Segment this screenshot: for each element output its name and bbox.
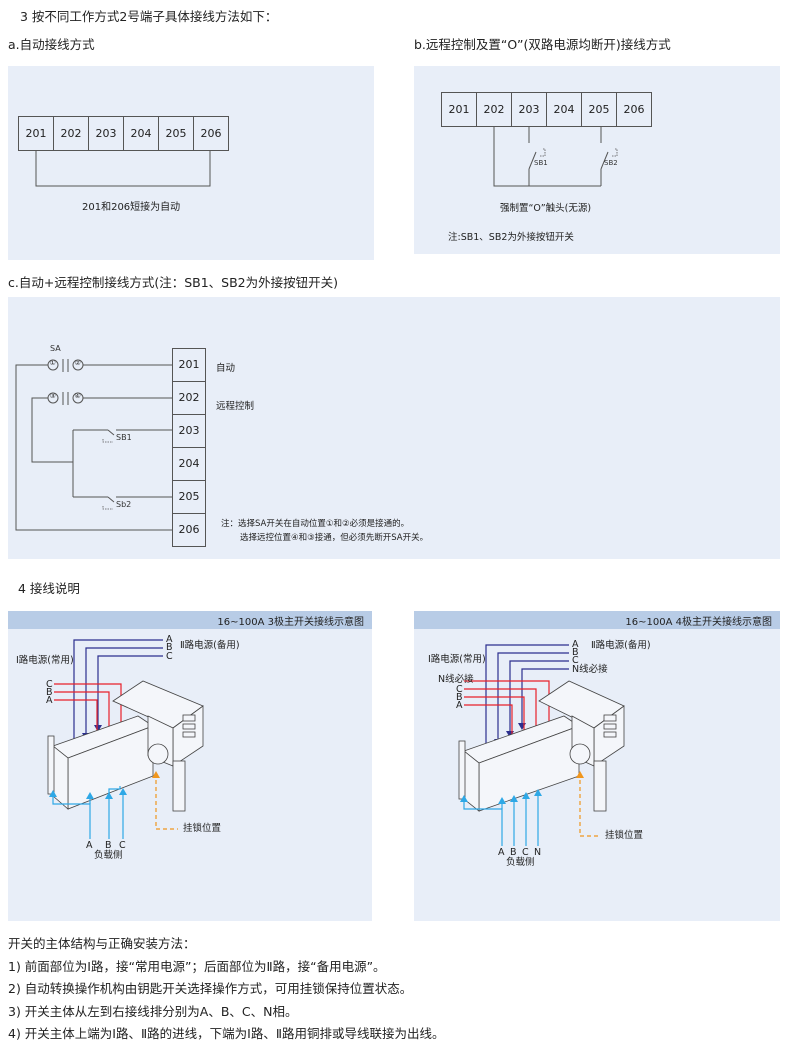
- subsection-a-title: a.自动接线方式: [8, 37, 95, 52]
- mid-phase-b: B: [46, 687, 53, 698]
- mid-phase-a: A: [46, 695, 53, 706]
- sb2-label: SB2: [604, 159, 618, 167]
- terminal-206: 206: [616, 92, 652, 127]
- section3-heading: 3 按不同工作方式2号端子具体接线方法如下：: [20, 9, 278, 24]
- terminal-203: 203: [172, 414, 206, 448]
- load-side-label: 负载侧: [94, 850, 123, 861]
- wiring-c: [15, 359, 172, 531]
- caption-a: 201和206短接为自动: [82, 202, 181, 213]
- source1-wires: [485, 644, 569, 749]
- bottom-phase-c: C: [119, 840, 126, 851]
- bottom-phase-a: A: [86, 840, 93, 851]
- top-phase-a: A: [572, 639, 579, 650]
- bottom-phase-b: B: [105, 840, 112, 851]
- mid-phase-c: C: [456, 684, 463, 695]
- terminal-206: 206: [172, 513, 206, 547]
- bottom-phase-n: N: [534, 847, 542, 858]
- instructions: 开关的主体结构与正确安装方法： 1) 前面部位为Ⅰ路，接“常用电源”；后面部位为…: [8, 933, 444, 1046]
- top-phase-c: C: [166, 651, 173, 662]
- panel-b: 201 202 203 204 205 206 SB1 SB2 强制置“O”触头…: [414, 66, 780, 254]
- terminal-203: 203: [511, 92, 547, 127]
- title-4pole: 16~100A 4极主开关接线示意图: [625, 617, 772, 628]
- sb1-switch-icon: [528, 151, 537, 170]
- section4-heading: 4 接线说明: [18, 581, 80, 596]
- instruction-item: 3) 开关主体从左到右接线排分别为A、B、C、N相。: [8, 1003, 298, 1019]
- terminal-205: 205: [158, 116, 194, 151]
- source1-wires: [73, 639, 163, 743]
- caption-b: 强制置“O”触头(无源): [500, 203, 592, 214]
- contact-4: ④: [74, 392, 81, 400]
- terminal-201: 201: [441, 92, 477, 127]
- terminal-205: 205: [581, 92, 617, 127]
- panel-4pole: 16~100A 4极主开关接线示意图: [414, 611, 780, 921]
- bottom-phase-b: B: [510, 847, 517, 858]
- mid-phase-c: C: [46, 679, 53, 690]
- mid-phase-a: A: [456, 700, 463, 711]
- note-c-line1: 注：选择SA开关在自动位置①和②必须是接通的。: [221, 519, 410, 529]
- source1-label: Ⅰ路电源(常用): [428, 654, 486, 665]
- instruction-item: 2) 自动转换操作机构由钥匙开关选择操作方式，可用挂锁保持位置状态。: [8, 981, 413, 996]
- bottom-phase-c: C: [522, 847, 529, 858]
- panel-c: 201 202 203 204 205 206 SA ① ② ③ ④ SB1 S…: [8, 297, 780, 559]
- top-phase-a: A: [166, 634, 173, 645]
- sb1-label: SB1: [534, 159, 548, 167]
- instruction-item: 4) 开关主体上端为Ⅰ路、Ⅱ路的进线，下端为Ⅰ路、Ⅱ路用铜排或导线联接为出线。: [8, 1026, 445, 1041]
- jumper-wire-201-206: [35, 151, 211, 187]
- title-3pole: 16~100A 3极主开关接线示意图: [217, 617, 364, 628]
- switch-diagram-3pole: [47, 639, 204, 839]
- label-remote: 远程控制: [216, 401, 255, 412]
- lock-position-label: 挂锁位置: [605, 830, 644, 841]
- sa-label: SA: [50, 344, 61, 353]
- sb1-switch-icon: [107, 429, 115, 436]
- source2-label: Ⅱ路电源(备用): [180, 640, 240, 651]
- mid-phase-b: B: [456, 692, 463, 703]
- load-side-label: 负载侧: [506, 857, 535, 868]
- sb2-switch-icon: [600, 151, 609, 170]
- terminal-201: 201: [172, 348, 206, 382]
- wiring-b: [493, 127, 618, 187]
- terminal-202: 202: [53, 116, 89, 151]
- lock-position-line: [579, 773, 600, 837]
- terminal-204: 204: [172, 447, 206, 481]
- terminal-204: 204: [546, 92, 582, 127]
- top-n-label: N线必接: [572, 664, 608, 675]
- n-required-label: N线必接: [438, 674, 474, 685]
- top-phase-b: B: [166, 642, 173, 653]
- subsection-c-title: c.自动+远程控制接线方式(注：SB1、SB2为外接按钮开关): [8, 275, 338, 290]
- top-phase-b: B: [572, 647, 579, 658]
- contact-3: ③: [49, 392, 56, 400]
- contact-1: ①: [49, 359, 56, 367]
- terminal-202: 202: [476, 92, 512, 127]
- title-bar-3pole: 16~100A 3极主开关接线示意图: [8, 611, 372, 629]
- switch-diagram-4pole: [458, 644, 625, 846]
- instruction-item: 1) 前面部位为Ⅰ路，接“常用电源”；后面部位为Ⅱ路，接“备用电源”。: [8, 958, 386, 974]
- panel-3pole: 16~100A 3极主开关接线示意图: [8, 611, 372, 921]
- terminal-205: 205: [172, 480, 206, 514]
- top-phase-c: C: [572, 655, 579, 666]
- panel-a: 201 202 203 204 205 206 201和206短接为自动: [8, 66, 374, 260]
- lock-position-line: [155, 773, 178, 830]
- subsection-b-title: b.远程控制及置“O”(双路电源均断开)接线方式: [414, 37, 671, 52]
- load-wires: [463, 793, 539, 846]
- sb2-label: Sb2: [116, 500, 132, 509]
- label-auto: 自动: [216, 363, 236, 374]
- lock-position-label: 挂锁位置: [183, 823, 222, 834]
- source1-label: Ⅰ路电源(常用): [16, 655, 74, 666]
- note-c-line2: 选择远控位置④和③接通，但必须先断开SA开关。: [240, 533, 429, 543]
- source2-label: Ⅱ路电源(备用): [591, 640, 651, 651]
- bottom-phase-a: A: [498, 847, 505, 858]
- switch-body: [458, 680, 625, 812]
- terminal-201: 201: [18, 116, 54, 151]
- title-bar-4pole: 16~100A 4极主开关接线示意图: [414, 611, 780, 629]
- sb1-label: SB1: [116, 433, 132, 442]
- sb2-switch-icon: [107, 496, 115, 503]
- terminal-202: 202: [172, 381, 206, 415]
- contact-2: ②: [74, 359, 81, 367]
- terminal-203: 203: [88, 116, 124, 151]
- note-b: 注:SB1、SB2为外接按钮开关: [448, 232, 574, 243]
- instructions-title: 开关的主体结构与正确安装方法：: [8, 936, 196, 951]
- switch-body: [47, 680, 204, 812]
- terminal-206: 206: [193, 116, 229, 151]
